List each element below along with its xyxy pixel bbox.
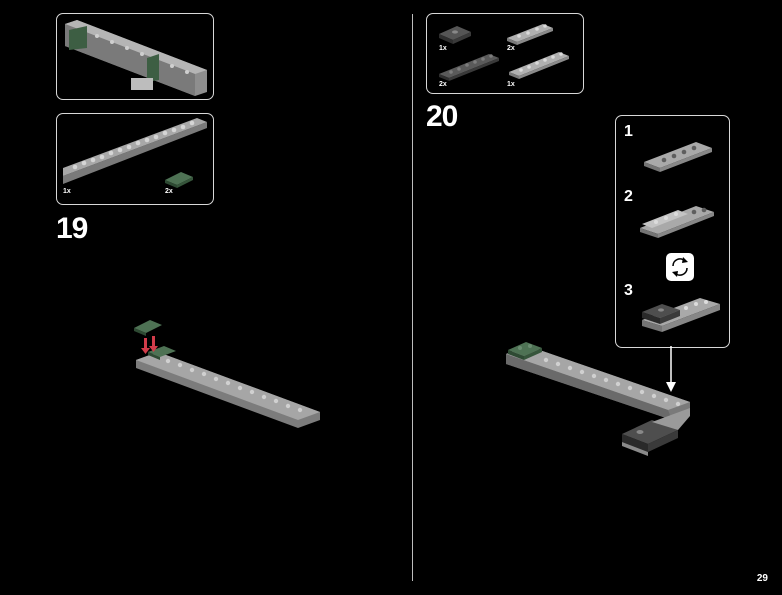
parts-list-panel-step-19: 1x 2x [56, 113, 214, 205]
dark-plate-1x6-part [439, 54, 499, 81]
part-qty-1x-plate: 1x [507, 81, 515, 88]
gray-plate-1x4-part [507, 24, 553, 45]
rotate-model-icon [666, 253, 694, 281]
part-qty-1x: 1x [63, 188, 71, 195]
dark-tile-part [439, 26, 471, 44]
parts-list-panel-step-20: 1x 2x 2x 1x [426, 13, 584, 94]
step-19-build-illustration [134, 320, 320, 428]
sub-step-3-illustration [642, 298, 720, 332]
sub-step-number-3: 3 [624, 282, 633, 299]
sub-step-2-illustration [640, 206, 714, 238]
sub-step-1-illustration [644, 142, 712, 172]
part-qty-1x-tile: 1x [439, 45, 447, 52]
page-number: 29 [756, 573, 768, 584]
green-plate-part [165, 172, 193, 188]
part-qty-2x-plate: 2x [507, 45, 515, 52]
part-qty-2x-dark-plate: 2x [439, 81, 447, 88]
part-qty-2x: 2x [165, 188, 173, 195]
previous-assembly-illustration [65, 20, 207, 96]
sub-step-number-1: 1 [624, 123, 633, 140]
step-number-20: 20 [426, 100, 458, 133]
long-gray-plate-part [63, 118, 207, 184]
sub-assembly-panel: 1 2 3 [615, 115, 730, 348]
sub-step-number-2: 2 [624, 188, 633, 205]
sub-assembly-arrow [666, 346, 676, 392]
gray-plate-1x6-part [509, 52, 569, 79]
step-20-build-illustration [506, 342, 690, 456]
previous-assembly-panel [56, 13, 214, 100]
page-divider [412, 14, 413, 581]
step-number-19: 19 [56, 212, 88, 245]
